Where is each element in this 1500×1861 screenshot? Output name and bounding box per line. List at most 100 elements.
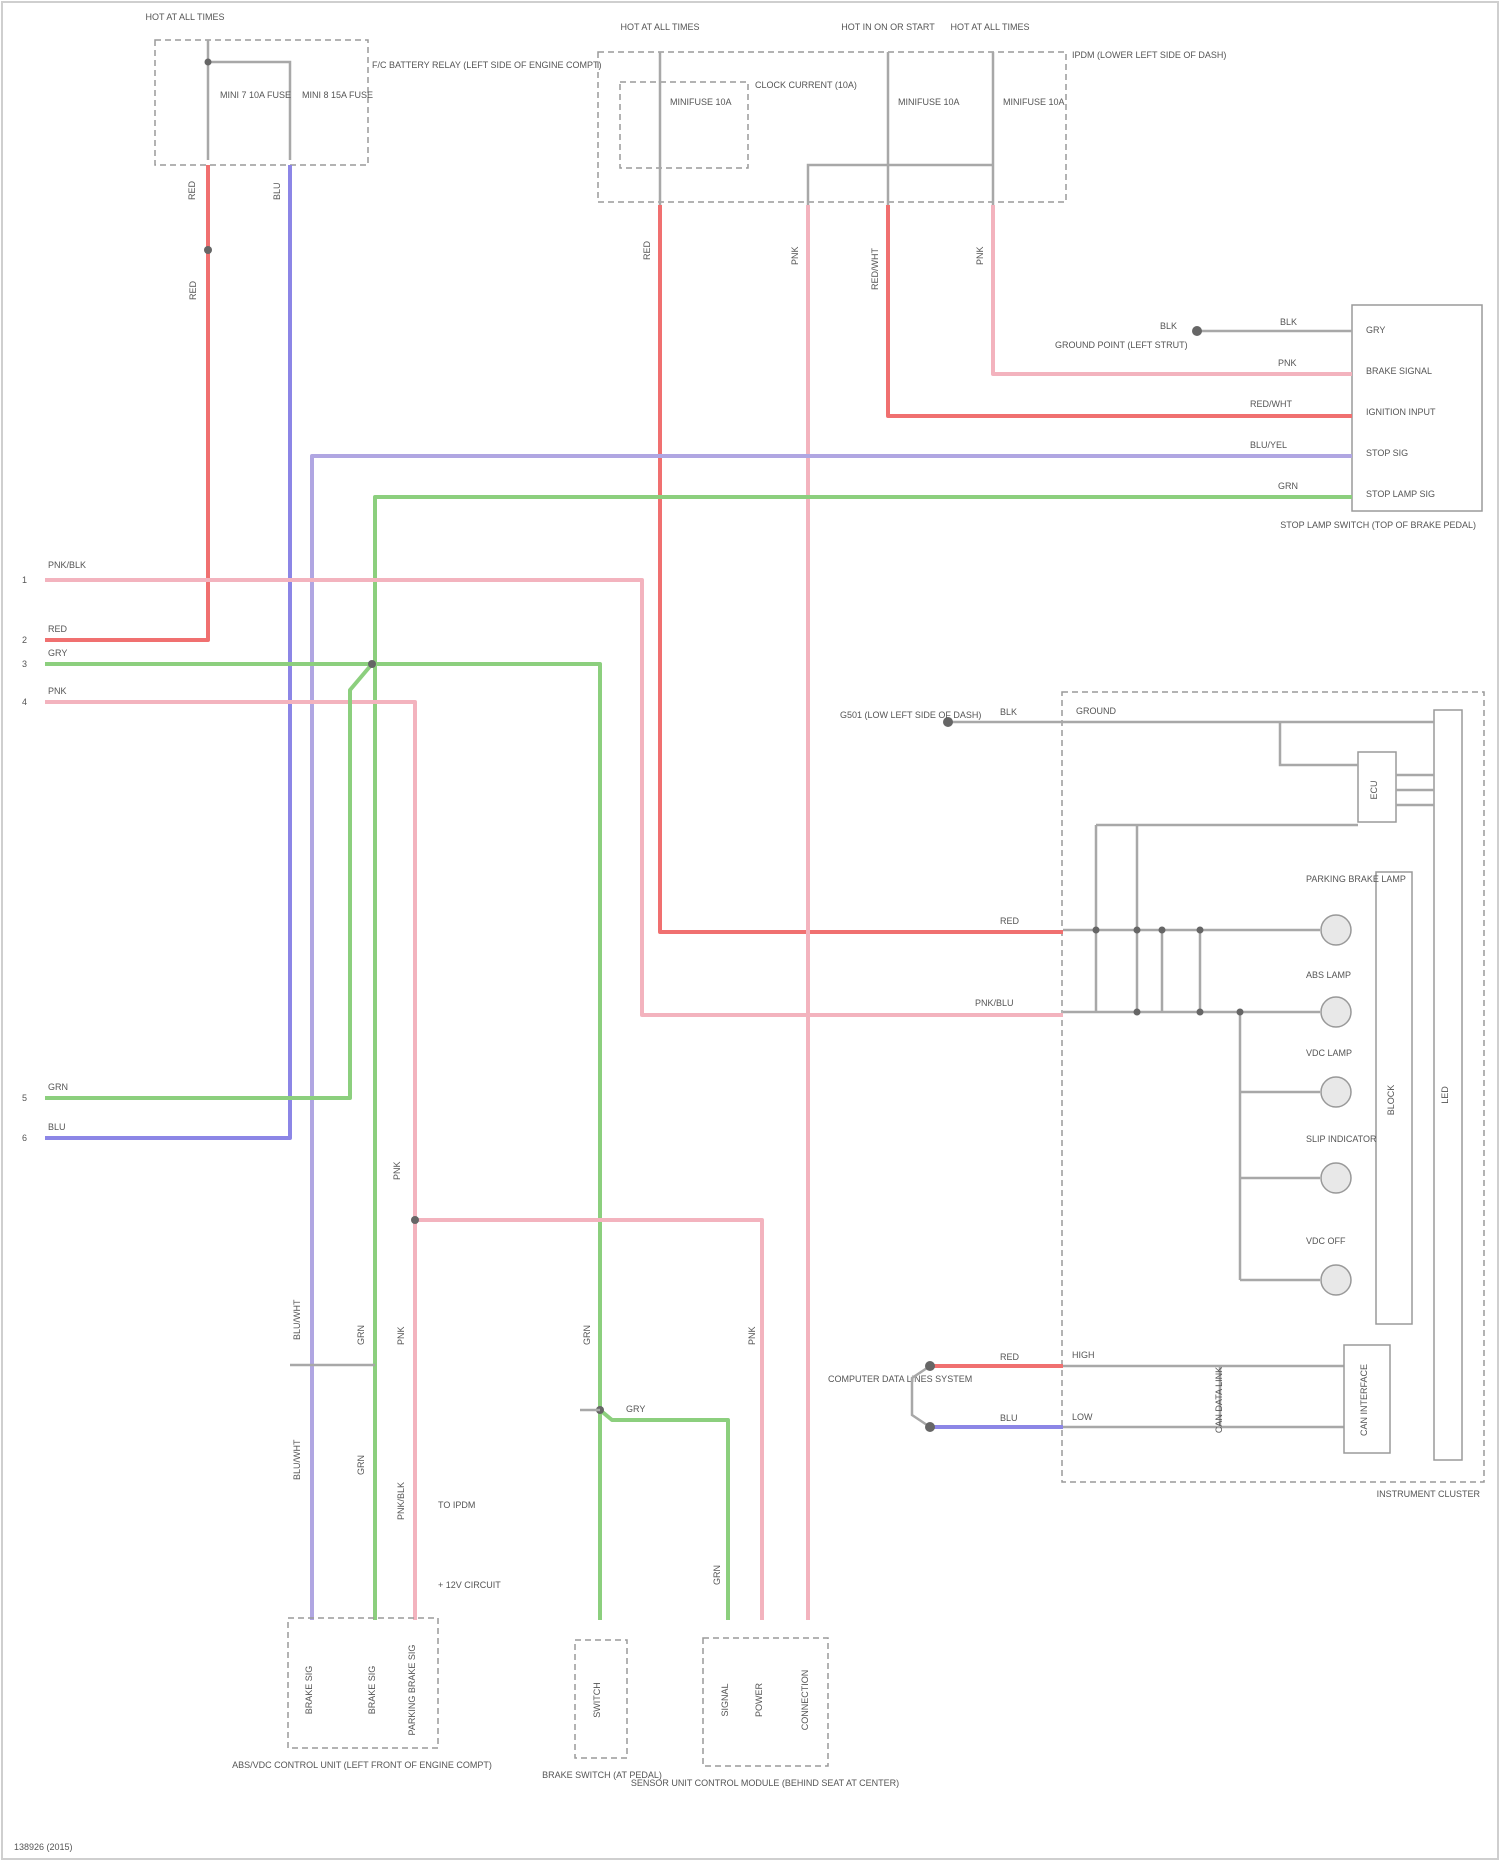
- left-fuse2-label: MINI 8 15A FUSE: [302, 90, 373, 100]
- abs-pin-1: BRAKE SIG: [304, 1666, 314, 1715]
- left-fuse-bus: [208, 40, 290, 160]
- cluster-ground-bus: [948, 722, 1434, 765]
- wire-green-left: [45, 664, 372, 1098]
- bottom-lblue-label-2: BLU/WHT: [292, 1439, 302, 1480]
- abs-pin-2: BRAKE SIG: [367, 1666, 377, 1715]
- stop-switch-wire-3: RED/WHT: [1250, 399, 1292, 409]
- edge-wire-4: PNK: [48, 686, 67, 696]
- stop-switch-wire-5: GRN: [1278, 481, 1298, 491]
- right-fuse1-label: MINIFUSE 10A: [670, 97, 732, 107]
- lamp-label-1: PARKING BRAKE LAMP: [1306, 874, 1406, 884]
- stop-switch-ground: GROUND POINT (LEFT STRUT): [1055, 340, 1188, 350]
- cluster-splice-4: [1197, 927, 1204, 934]
- can-internal-wiring: [1063, 1366, 1344, 1427]
- vdc-off-lamp-icon: [1321, 1265, 1351, 1295]
- circuit-note: + 12V CIRCUIT: [438, 1580, 501, 1590]
- can-module-label: CAN INTERFACE: [1359, 1364, 1369, 1436]
- can-high-wire-color: RED: [1000, 1352, 1020, 1362]
- cluster-box: [1062, 692, 1484, 1482]
- colored-wires: [45, 165, 1352, 1620]
- cluster-ground-wire: BLK: [1000, 707, 1017, 717]
- stop-switch-wire-2: PNK: [1278, 358, 1297, 368]
- cluster-lamp-bar-label: BLOCK: [1386, 1085, 1396, 1116]
- cluster-splice-7: [1134, 1009, 1141, 1016]
- stop-switch-blk-left: BLK: [1160, 321, 1177, 331]
- right-fuse-header2: HOT IN ON OR START: [841, 22, 935, 32]
- lamp-label-5: VDC OFF: [1306, 1236, 1346, 1246]
- edge-wire-2: RED: [48, 624, 68, 634]
- wire-code-red-fuse: RED: [187, 180, 197, 200]
- gry-jumper-label: GRY: [626, 1404, 645, 1414]
- stop-switch-wire-4: BLU/YEL: [1250, 440, 1287, 450]
- stop-switch-pin-3: IGNITION INPUT: [1366, 407, 1436, 417]
- bottom-green-label-2: GRN: [356, 1455, 366, 1475]
- can-high-splice: [925, 1361, 935, 1371]
- to-ipdm-note: TO IPDM: [438, 1500, 475, 1510]
- wire-pnkblk: [45, 580, 1063, 1015]
- right-fuse-box: [598, 52, 1066, 202]
- left-fuse-splice: [205, 59, 212, 66]
- cluster-right-bar: [1434, 710, 1462, 1460]
- left-fuse-header: HOT AT ALL TIMES: [145, 12, 224, 22]
- can-link-title: CAN DATA LINK: [1214, 1367, 1224, 1433]
- vdc-lamp-icon: [1321, 1077, 1351, 1107]
- wire-code-redwht: RED/WHT: [870, 248, 880, 290]
- bottom-pink-label-2: PNK/BLK: [396, 1482, 406, 1520]
- sensor-green-label: GRN: [712, 1565, 722, 1585]
- bottom-labels: BLU/WHT BLU/WHT GRN GRN PNK PNK/BLK GRN …: [290, 1299, 757, 1590]
- cluster-pnkblu-label: PNK/BLU: [975, 998, 1014, 1008]
- wire-green-sensor: [600, 1410, 728, 1620]
- cluster-ground-label: GROUND: [1076, 706, 1116, 716]
- can-high-label: HIGH: [1072, 1350, 1095, 1360]
- edge-wire-6: BLU: [48, 1122, 66, 1132]
- left-fuse1-label: MINI 7 10A FUSE: [220, 90, 291, 100]
- abs-vdc-module: BRAKE SIG BRAKE SIG PARKING BRAKE SIG AB…: [232, 1618, 492, 1770]
- edge-label-4: 4: [22, 697, 27, 707]
- edge-label-5: 5: [22, 1093, 27, 1103]
- stop-switch-pin-5: STOP LAMP SIG: [1366, 489, 1435, 499]
- abs-module-name: ABS/VDC CONTROL UNIT (LEFT FRONT OF ENGI…: [232, 1760, 492, 1770]
- left-fuse-box: [155, 40, 368, 165]
- cluster-splice-2: [1134, 927, 1141, 934]
- footer-code: 138926 (2015): [14, 1842, 73, 1852]
- stop-switch-ground-splice: [1192, 326, 1202, 336]
- wire-blue-left: [45, 165, 290, 1138]
- bottom-lblue-label-1: BLU/WHT: [292, 1299, 302, 1340]
- cluster-splice-3: [1159, 927, 1166, 934]
- stop-switch-pin-2: BRAKE SIGNAL: [1366, 366, 1432, 376]
- edge-label-3: 3: [22, 659, 27, 669]
- wire-bluyel-stop: [312, 456, 1352, 1620]
- wire-code-blue-fuse: BLU: [272, 182, 282, 200]
- cluster-red-label: RED: [1000, 916, 1020, 926]
- wire-code-pink-relay: PNK: [790, 246, 800, 265]
- left-fuse-location: F/C BATTERY RELAY (LEFT SIDE OF ENGINE C…: [372, 60, 602, 70]
- splice-green-junction: [368, 660, 376, 668]
- brake-switch-pin: SWITCH: [592, 1682, 602, 1718]
- right-fuse-header1: HOT AT ALL TIMES: [620, 22, 699, 32]
- wire-code-red-top: RED: [188, 280, 198, 300]
- cluster-ground: G501 (LOW LEFT SIDE OF DASH): [840, 710, 981, 720]
- cluster-title: INSTRUMENT CLUSTER: [1377, 1489, 1481, 1499]
- slip-indicator-icon: [1321, 1163, 1351, 1193]
- wire-code-pink-vertical: PNK: [392, 1161, 402, 1180]
- right-fuse-bus: [660, 52, 993, 205]
- cluster-splice-6: [1237, 1009, 1244, 1016]
- relay-inner-box: [620, 82, 748, 168]
- lamp-label-4: SLIP INDICATOR: [1306, 1134, 1377, 1144]
- edge-wire-5: GRN: [48, 1082, 68, 1092]
- wire-redwht-stop: [888, 205, 1352, 416]
- abs-pin-3: PARKING BRAKE SIG: [407, 1645, 417, 1736]
- edge-label-2: 2: [22, 635, 27, 645]
- wire-code-pink-stop: PNK: [975, 246, 985, 265]
- lamp-label-3: VDC LAMP: [1306, 1048, 1352, 1058]
- wire-labels: RED RED BLU RED PNK RED/WHT PNK PNK: [187, 180, 985, 1180]
- cluster-right-label: LED: [1440, 1086, 1450, 1104]
- abs-lamp-icon: [1321, 997, 1351, 1027]
- ecu-links: [1396, 775, 1434, 805]
- ecu-label: ECU: [1369, 780, 1379, 799]
- relay-note: CLOCK CURRENT (10A): [755, 80, 857, 90]
- instrument-cluster: INSTRUMENT CLUSTER LED BLOCK ECU G501 (L…: [828, 692, 1484, 1499]
- splice-pink-branch: [411, 1216, 419, 1224]
- cluster-splice-1: [1093, 927, 1100, 934]
